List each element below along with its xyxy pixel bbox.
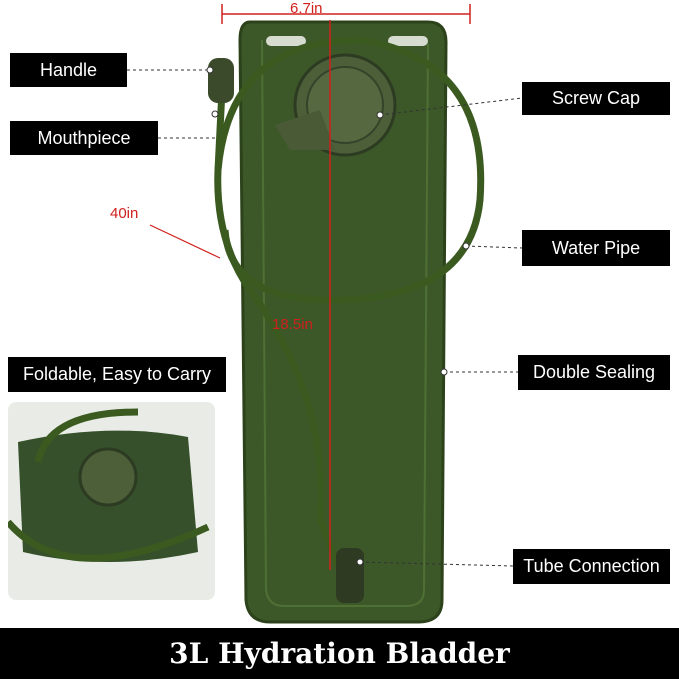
label-water-pipe: Water Pipe	[522, 230, 670, 266]
tube-length-dimension: 40in	[110, 205, 139, 222]
height-dimension: 18.5in	[272, 316, 313, 333]
label-mouthpiece: Mouthpiece	[10, 121, 158, 155]
mouthpiece	[208, 58, 234, 103]
label-screw-cap: Screw Cap	[522, 82, 670, 115]
folded-bladder-photo	[8, 402, 215, 600]
tube-connector	[336, 548, 364, 603]
label-double-sealing: Double Sealing	[518, 355, 670, 390]
label-handle: Handle	[10, 53, 127, 87]
width-dimension: 6.7in	[290, 0, 323, 17]
label-tube-connection: Tube Connection	[513, 549, 670, 584]
water-pipe	[214, 89, 344, 572]
label-foldable: Foldable, Easy to Carry	[8, 357, 226, 392]
bladder-body	[238, 20, 448, 624]
product-title-banner: 3L Hydration Bladder	[0, 628, 679, 679]
